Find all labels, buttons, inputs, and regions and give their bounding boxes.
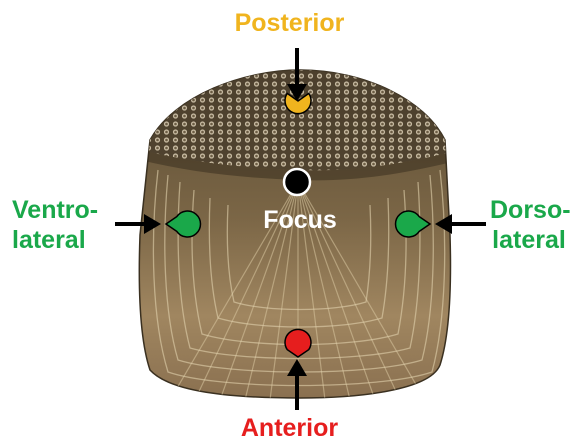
ventrolateral-label: Ventro- lateral: [12, 195, 112, 255]
ventrolateral-label-line1: Ventro-: [12, 195, 112, 225]
anterior-label: Anterior: [0, 413, 579, 443]
posterior-label: Posterior: [0, 8, 579, 38]
dorsolateral-label-line1: Dorso-: [490, 195, 568, 225]
focus-label: Focus: [250, 205, 350, 235]
ventrolateral-label-line2: lateral: [12, 225, 112, 255]
dorsolateral-label-line2: lateral: [490, 225, 568, 255]
focus-marker: [284, 169, 310, 195]
dorsolateral-label: Dorso- lateral: [490, 195, 568, 255]
